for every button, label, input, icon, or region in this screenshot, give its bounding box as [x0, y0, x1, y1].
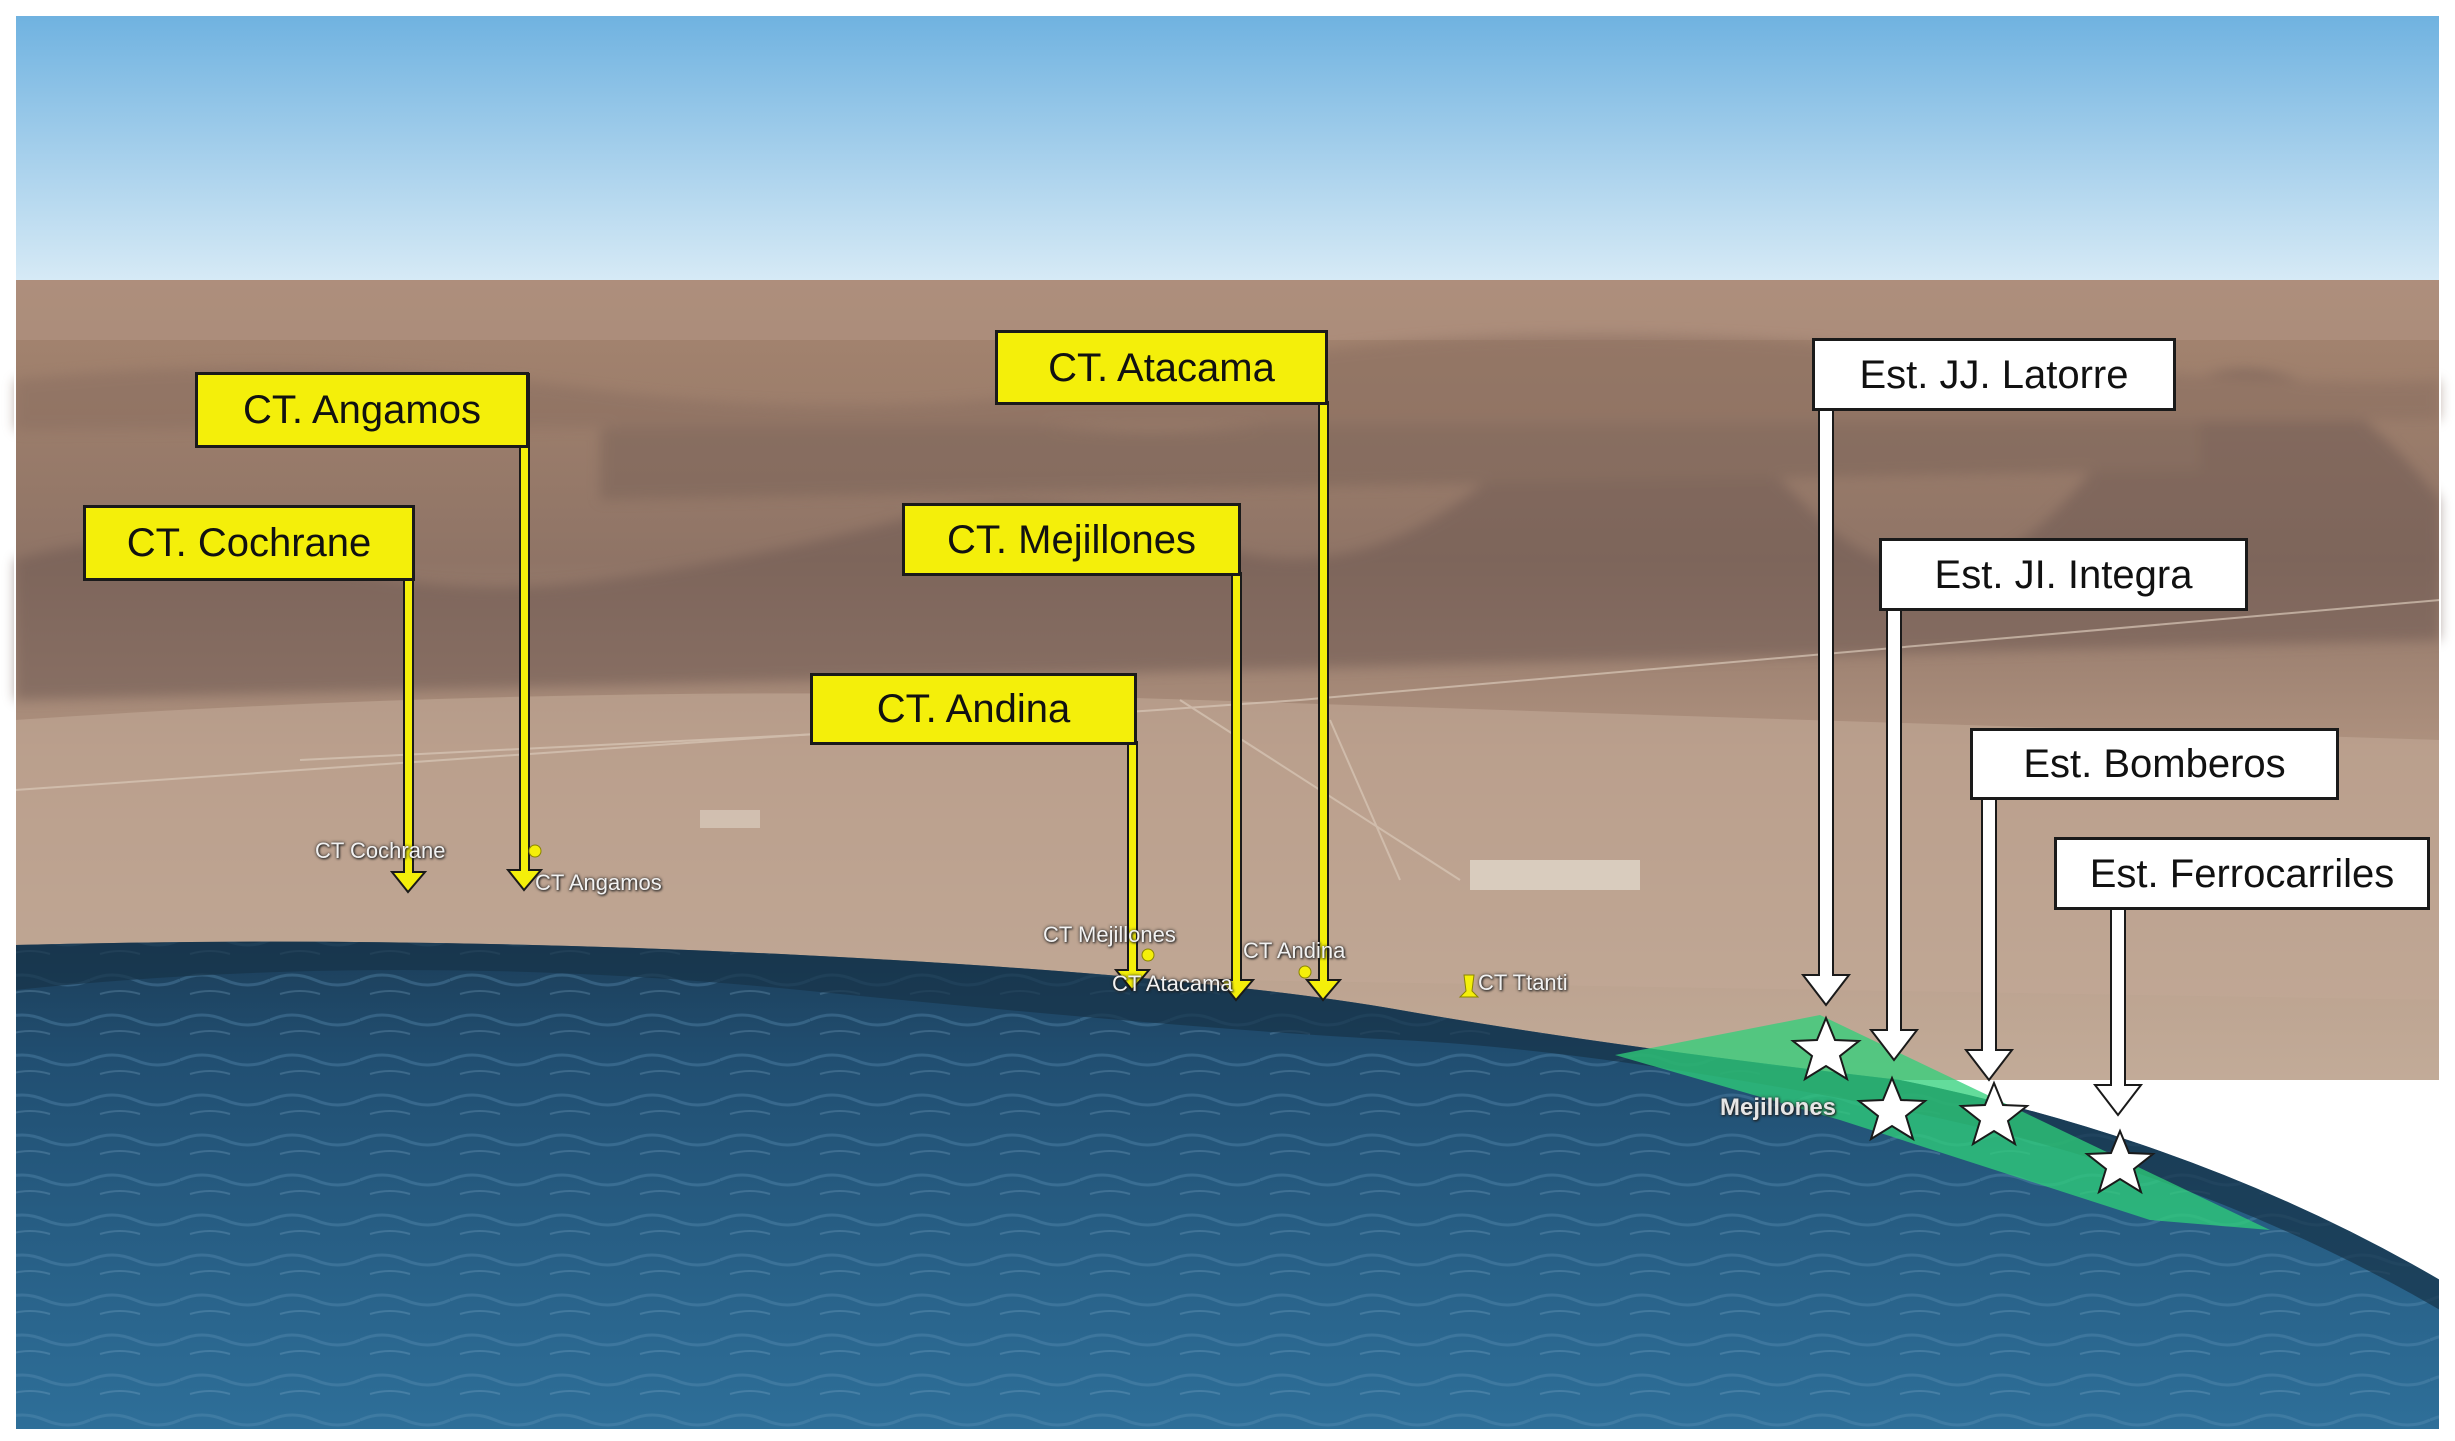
pin-icon: [1141, 948, 1155, 962]
callout-angamos: CT. Angamos: [195, 372, 529, 448]
pin-icon: [528, 844, 542, 858]
map-label-ttanti: CT Ttanti: [1478, 970, 1568, 995]
arrow-latorre: [1800, 408, 1852, 1007]
callout-latorre: Est. JJ. Latorre: [1812, 338, 2176, 411]
arrow-atacama: [1304, 401, 1343, 1002]
arrow-mejillones: [1217, 572, 1256, 1002]
arrow-angamos: [505, 373, 544, 892]
map-label-andina: CT Andina: [1243, 938, 1346, 963]
map-label-town: Mejillones: [1720, 1094, 1837, 1121]
pin-icon: [1298, 965, 1312, 979]
map-label-angamos: CT Angamos: [535, 870, 662, 895]
star-icon: [2084, 1128, 2156, 1195]
callout-atacama: CT. Atacama: [995, 330, 1328, 405]
map-label-cochrane: CT Cochrane: [315, 838, 446, 863]
pin-icon: [1458, 974, 1480, 998]
star-icon: [1958, 1080, 2030, 1147]
map-label-mejillones: CT Mejillones: [1043, 922, 1176, 947]
arrow-cochrane: [389, 577, 428, 894]
callout-cochrane: CT. Cochrane: [83, 505, 415, 581]
callout-integra: Est. JI. Integra: [1879, 538, 2248, 611]
callout-ferrocarriles: Est. Ferrocarriles: [2054, 837, 2430, 910]
callout-andina: CT. Andina: [810, 673, 1137, 745]
callout-mejillones: CT. Mejillones: [902, 503, 1241, 576]
arrow-integra: [1868, 608, 1920, 1062]
star-icon: [1790, 1015, 1862, 1082]
arrow-ferrocarriles: [2092, 907, 2144, 1117]
map-label-atacama: CT Atacama: [1112, 971, 1233, 996]
star-icon: [1856, 1075, 1928, 1142]
callout-bomberos: Est. Bomberos: [1970, 728, 2339, 800]
arrow-andina: [1113, 741, 1152, 992]
arrow-bomberos: [1963, 797, 2015, 1082]
